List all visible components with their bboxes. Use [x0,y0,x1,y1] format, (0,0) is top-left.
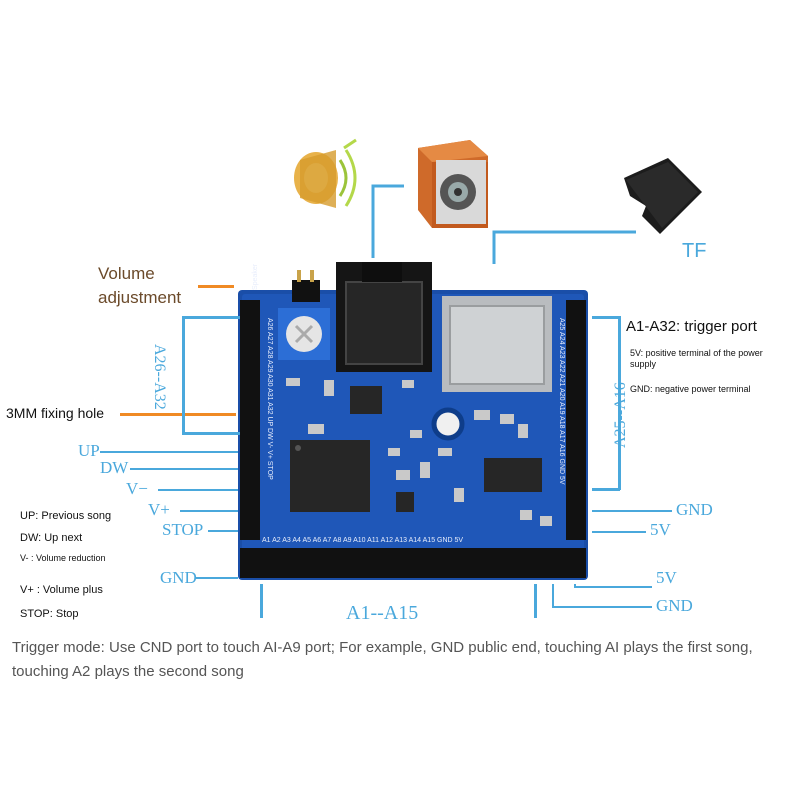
label-pin-up: UP [78,441,100,460]
legend-vplus: V+ : Volume plus [20,584,103,596]
label-a25-a16: A25--A16 [612,382,629,448]
legend-up: UP: Previous song [20,510,112,522]
label-pin-vplus: V+ [148,500,170,519]
label-power-gnd: GND: negative power terminal [630,384,751,394]
label-trigger-title: A1-A32: trigger port [626,318,757,335]
label-pin-gnd-bottom: GND [656,596,693,615]
label-power-5v: 5V: positive terminal of the power suppl… [630,348,763,369]
legend-dw: DW: Up next [20,532,83,544]
label-fixing-hole: 3MM fixing hole [6,405,105,421]
silkscreen-right-pins: A25 A24 A23 A22 A21 A20 A19 A18 A17 A16 … [558,318,565,485]
label-tf: TF [682,240,707,262]
label-pin-gnd-left: GND [160,568,197,587]
volume-adjustment-line [198,285,234,288]
legend-stop: STOP: Stop [20,608,79,620]
micro-sd-card-icon [624,158,702,234]
trigger-mode-description: Trigger mode: Use CND port to touch AI-A… [12,639,753,680]
silkscreen-bottom-pins: A1 A2 A3 A4 A5 A6 A7 A8 A9 A10 A11 A12 A… [262,537,464,544]
loudspeaker-box-icon [418,140,488,228]
label-a1-a15: A1--A15 [346,602,419,624]
label-pin-gnd-right: GND [676,500,713,519]
label-pin-5v-right: 5V [650,520,671,539]
label-volume-adjustment: Volume adjustment [98,264,182,307]
silkscreen-speaker: Speaker [252,263,259,290]
label-pin-5v-bottom: 5V [656,568,677,587]
label-pin-dw: DW [100,458,129,477]
legend-vminus: V- : Volume reduction [20,553,106,563]
silkscreen-left-pins: A26 A27 A28 A29 A30 A31 A32 UP DW V- V+ … [266,318,273,480]
fixing-hole-line [120,413,236,416]
label-a26-a32: A26--A32 [151,344,168,410]
label-pin-vminus: V− [126,479,148,498]
label-pin-stop: STOP [162,520,204,539]
speaker-cone-icon [294,138,357,208]
